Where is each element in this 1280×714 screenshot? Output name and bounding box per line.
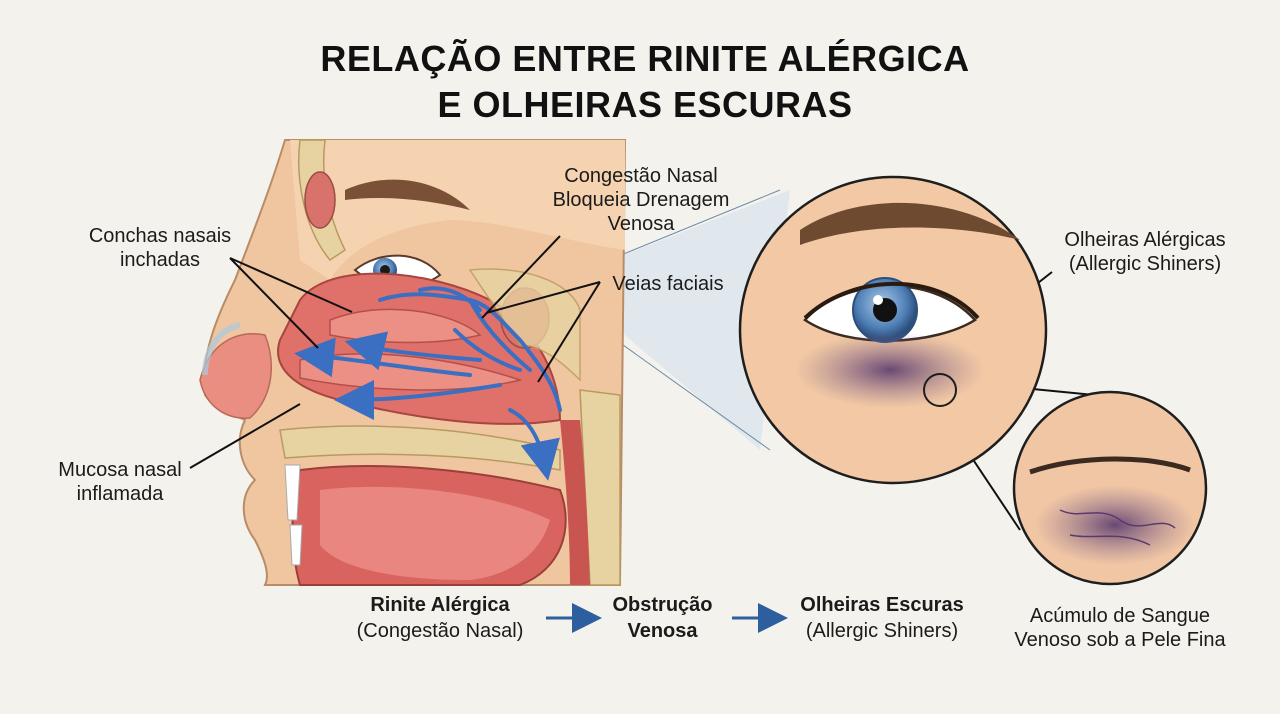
flow-step3-subtitle: (Allergic Shiners) xyxy=(805,620,959,642)
flow-step1-title: Rinite Alérgica xyxy=(370,594,510,616)
label-acumulo-line2: Venoso sob a Pele Fina xyxy=(1014,629,1226,651)
label-conchas-line1: Conchas nasais xyxy=(88,225,232,247)
label-acumulo-line1: Acúmulo de Sangue xyxy=(1029,605,1211,627)
label-conchas-line2: inchadas xyxy=(119,249,201,271)
label-congestao-line3: Venosa xyxy=(607,213,675,235)
label-conchas-nasais: Conchas nasais inchadas xyxy=(60,224,260,272)
eye-zoom-circle xyxy=(738,175,1048,485)
label-olheiras-line2: (Allergic Shiners) xyxy=(1068,253,1222,275)
page-title-line2: E OLHEIRAS ESCURAS xyxy=(437,84,853,125)
label-mucosa-nasal: Mucosa nasal inflamada xyxy=(30,458,210,506)
label-mucosa-line1: Mucosa nasal xyxy=(58,459,182,481)
flow-step1-subtitle: (Congestão Nasal) xyxy=(356,620,524,642)
flow-step-obstrucao: Obstrução Venosa xyxy=(595,592,730,644)
label-congestao-line2: Bloqueia Drenagem xyxy=(552,189,730,211)
page-title-line1: RELAÇÃO ENTRE RINITE ALÉRGICA xyxy=(320,38,970,79)
label-mucosa-line2: inflamada xyxy=(76,483,164,505)
label-acumulo-sangue: Acúmulo de Sangue Venoso sob a Pele Fina xyxy=(1000,604,1240,652)
flow-step2-title-line2: Venosa xyxy=(627,620,698,642)
facial-veins xyxy=(294,286,562,481)
label-veias-faciais: Veias faciais xyxy=(612,273,724,295)
label-olheiras-line1: Olheiras Alérgicas xyxy=(1064,229,1226,251)
skin-zoom-circle xyxy=(1012,390,1208,586)
label-olheiras-alergicas: Olheiras Alérgicas (Allergic Shiners) xyxy=(1040,228,1250,276)
label-congestao-line1: Congestão Nasal xyxy=(564,165,718,187)
flow-step3-title: Olheiras Escuras xyxy=(800,594,964,616)
flow-step-olheiras: Olheiras Escuras (Allergic Shiners) xyxy=(782,592,982,644)
label-congestao-nasal: Congestão Nasal Bloqueia Drenagem Venosa xyxy=(536,164,746,236)
flow-step-rinite: Rinite Alérgica (Congestão Nasal) xyxy=(335,592,545,644)
flow-step2-title-line1: Obstrução xyxy=(612,594,713,616)
